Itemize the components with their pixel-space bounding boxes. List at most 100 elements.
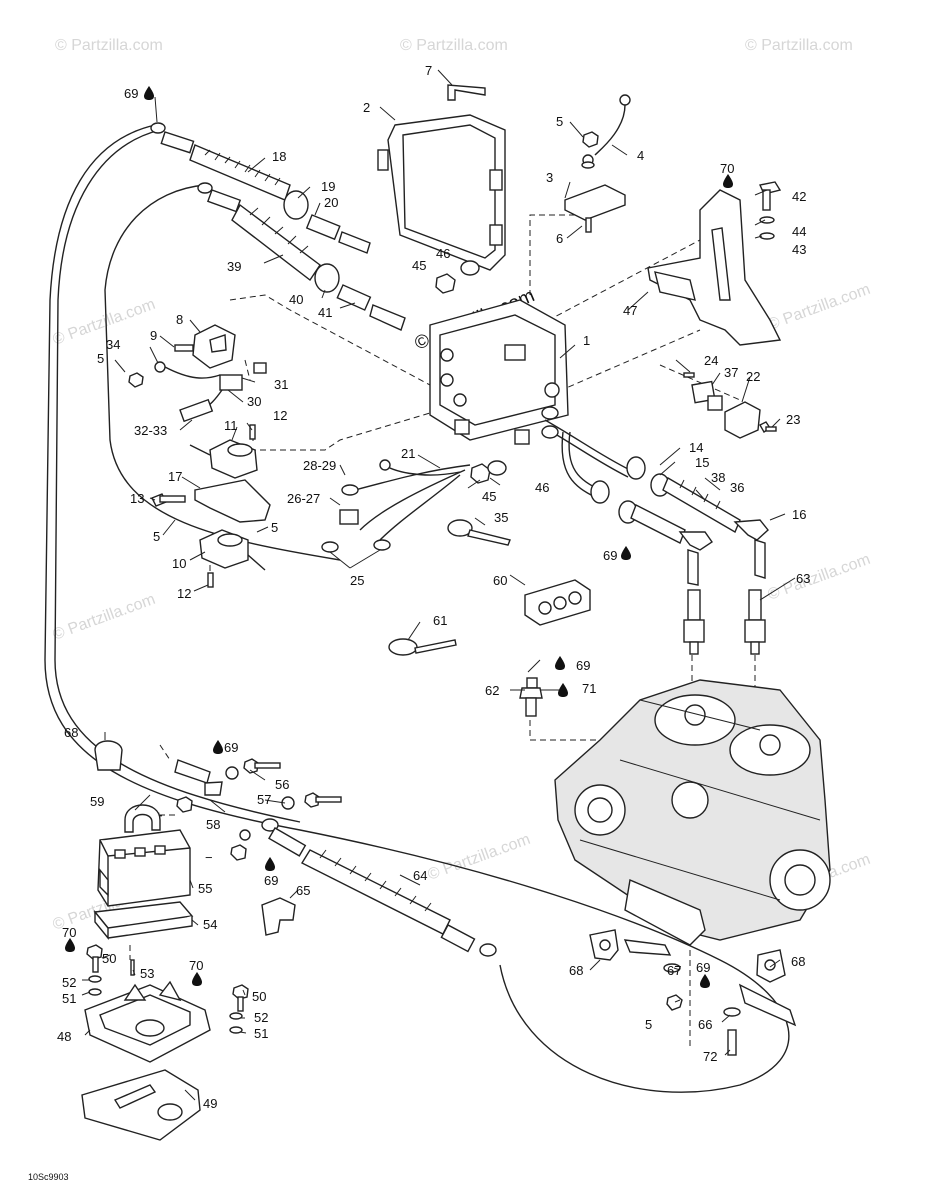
part-47-mount-bracket — [647, 189, 782, 346]
part-68-boot-top — [94, 740, 123, 771]
callout-label: 6 — [556, 231, 563, 246]
callout-label: 10 — [172, 556, 186, 571]
callout-label: 68 — [791, 954, 805, 969]
part-7-handle — [447, 84, 486, 101]
part-5-nut-left — [128, 372, 144, 388]
part-59-strap — [124, 804, 161, 833]
callout-label: 2 — [363, 100, 370, 115]
callout-label: 67 — [667, 963, 681, 978]
callout-label: 18 — [272, 149, 286, 164]
callout-label: 26-27 — [287, 491, 320, 506]
callout-label: 69 — [576, 658, 590, 673]
part-17-bracket — [194, 479, 271, 523]
part-65-boot — [261, 897, 296, 936]
callout-label: 46 — [535, 480, 549, 495]
callout-label: 69 — [124, 86, 138, 101]
callout-label: 34 — [106, 337, 120, 352]
callout-label: 5 — [153, 529, 160, 544]
callout-label: 52 — [254, 1010, 268, 1025]
callout-label: 24 — [704, 353, 718, 368]
part-24-screw — [683, 372, 695, 378]
part-62-sensor — [519, 677, 543, 717]
callout-label: 39 — [227, 259, 241, 274]
callout-label: 23 — [786, 412, 800, 427]
callout-label: 69 — [696, 960, 710, 975]
part-10-coil — [199, 529, 266, 571]
callout-label: 56 — [275, 777, 289, 792]
callout-label: 1 — [583, 333, 590, 348]
callout-label: 69 — [264, 873, 278, 888]
callout-label: 32-33 — [134, 423, 167, 438]
drop-icon — [144, 86, 154, 100]
part-11-coil — [189, 439, 258, 479]
part-2-cover — [377, 114, 506, 271]
part-45-46-lower — [470, 460, 507, 484]
part-23-screw — [759, 421, 777, 433]
watermark-text: © Partzilla.com — [745, 37, 853, 54]
callout-label: 72 — [703, 1049, 717, 1064]
callout-label: 45 — [412, 258, 426, 273]
part-50-53-hardware — [86, 944, 249, 1034]
callout-label: 66 — [698, 1017, 712, 1032]
callout-label: 3 — [546, 170, 553, 185]
engine-block — [554, 679, 831, 946]
part-8-switch — [174, 324, 236, 369]
callout-label: 40 — [289, 292, 303, 307]
callout-label: 70 — [62, 925, 76, 940]
drop-icon — [192, 972, 202, 986]
callout-label: 62 — [485, 683, 499, 698]
callout-label: 50 — [252, 989, 266, 1004]
callout-label: 69 — [224, 740, 238, 755]
part-31-connector — [253, 362, 267, 374]
callout-label: 16 — [792, 507, 806, 522]
part-68-boot-bottom-right — [756, 949, 786, 983]
part-48-tray — [84, 980, 211, 1063]
callout-label: 63 — [796, 571, 810, 586]
callout-label: 42 — [792, 189, 806, 204]
callout-label: 60 — [493, 573, 507, 588]
callout-label: 36 — [730, 480, 744, 495]
part-60-holder — [524, 579, 591, 626]
callout-label: 65 — [296, 883, 310, 898]
part-39-cable — [197, 182, 406, 331]
watermark-text: © Partzilla.com — [51, 296, 158, 349]
callout-label: 53 — [140, 966, 154, 981]
callout-label: 14 — [689, 440, 703, 455]
part-49-plate — [81, 1069, 201, 1141]
callout-label: 51 — [254, 1026, 268, 1041]
callout-label: 28-29 — [303, 458, 336, 473]
callout-label: 57 — [257, 792, 271, 807]
part-5-nut-top — [581, 131, 599, 169]
part-1-electrical-box — [429, 299, 569, 445]
callout-label: 15 — [695, 455, 709, 470]
callout-label: 17 — [168, 469, 182, 484]
part-22-cap — [724, 401, 761, 439]
starter-cable-terminal — [623, 939, 797, 1056]
part-42-bolt — [759, 181, 782, 240]
part-12-screw-top — [249, 424, 256, 440]
relationship-lines — [129, 214, 756, 1050]
ht-lead-38 — [561, 431, 713, 586]
callout-label: 25 — [350, 573, 364, 588]
callout-label: 41 — [318, 305, 332, 320]
callout-label: 12 — [177, 586, 191, 601]
part-3-bracket — [564, 184, 626, 221]
callout-label: 30 — [247, 394, 261, 409]
part-32-33-sleeve — [179, 398, 214, 423]
ht-lead-14-15 — [541, 406, 769, 579]
part-61-tie — [388, 638, 457, 656]
drop-icon — [723, 174, 733, 188]
callout-label: 54 — [203, 917, 217, 932]
drop-icon — [213, 740, 223, 754]
drop-icon — [558, 683, 568, 697]
watermark-text: © Partzilla.com — [55, 37, 163, 54]
part-45-46-nut-washer — [435, 260, 480, 294]
callout-label: 52 — [62, 975, 76, 990]
part-6-screw — [585, 217, 592, 233]
callout-label: 45 — [482, 489, 496, 504]
callout-label: 71 — [582, 681, 596, 696]
part-4-ground-wire — [582, 94, 631, 166]
callout-label: 8 — [176, 312, 183, 327]
drop-icon — [621, 546, 631, 560]
